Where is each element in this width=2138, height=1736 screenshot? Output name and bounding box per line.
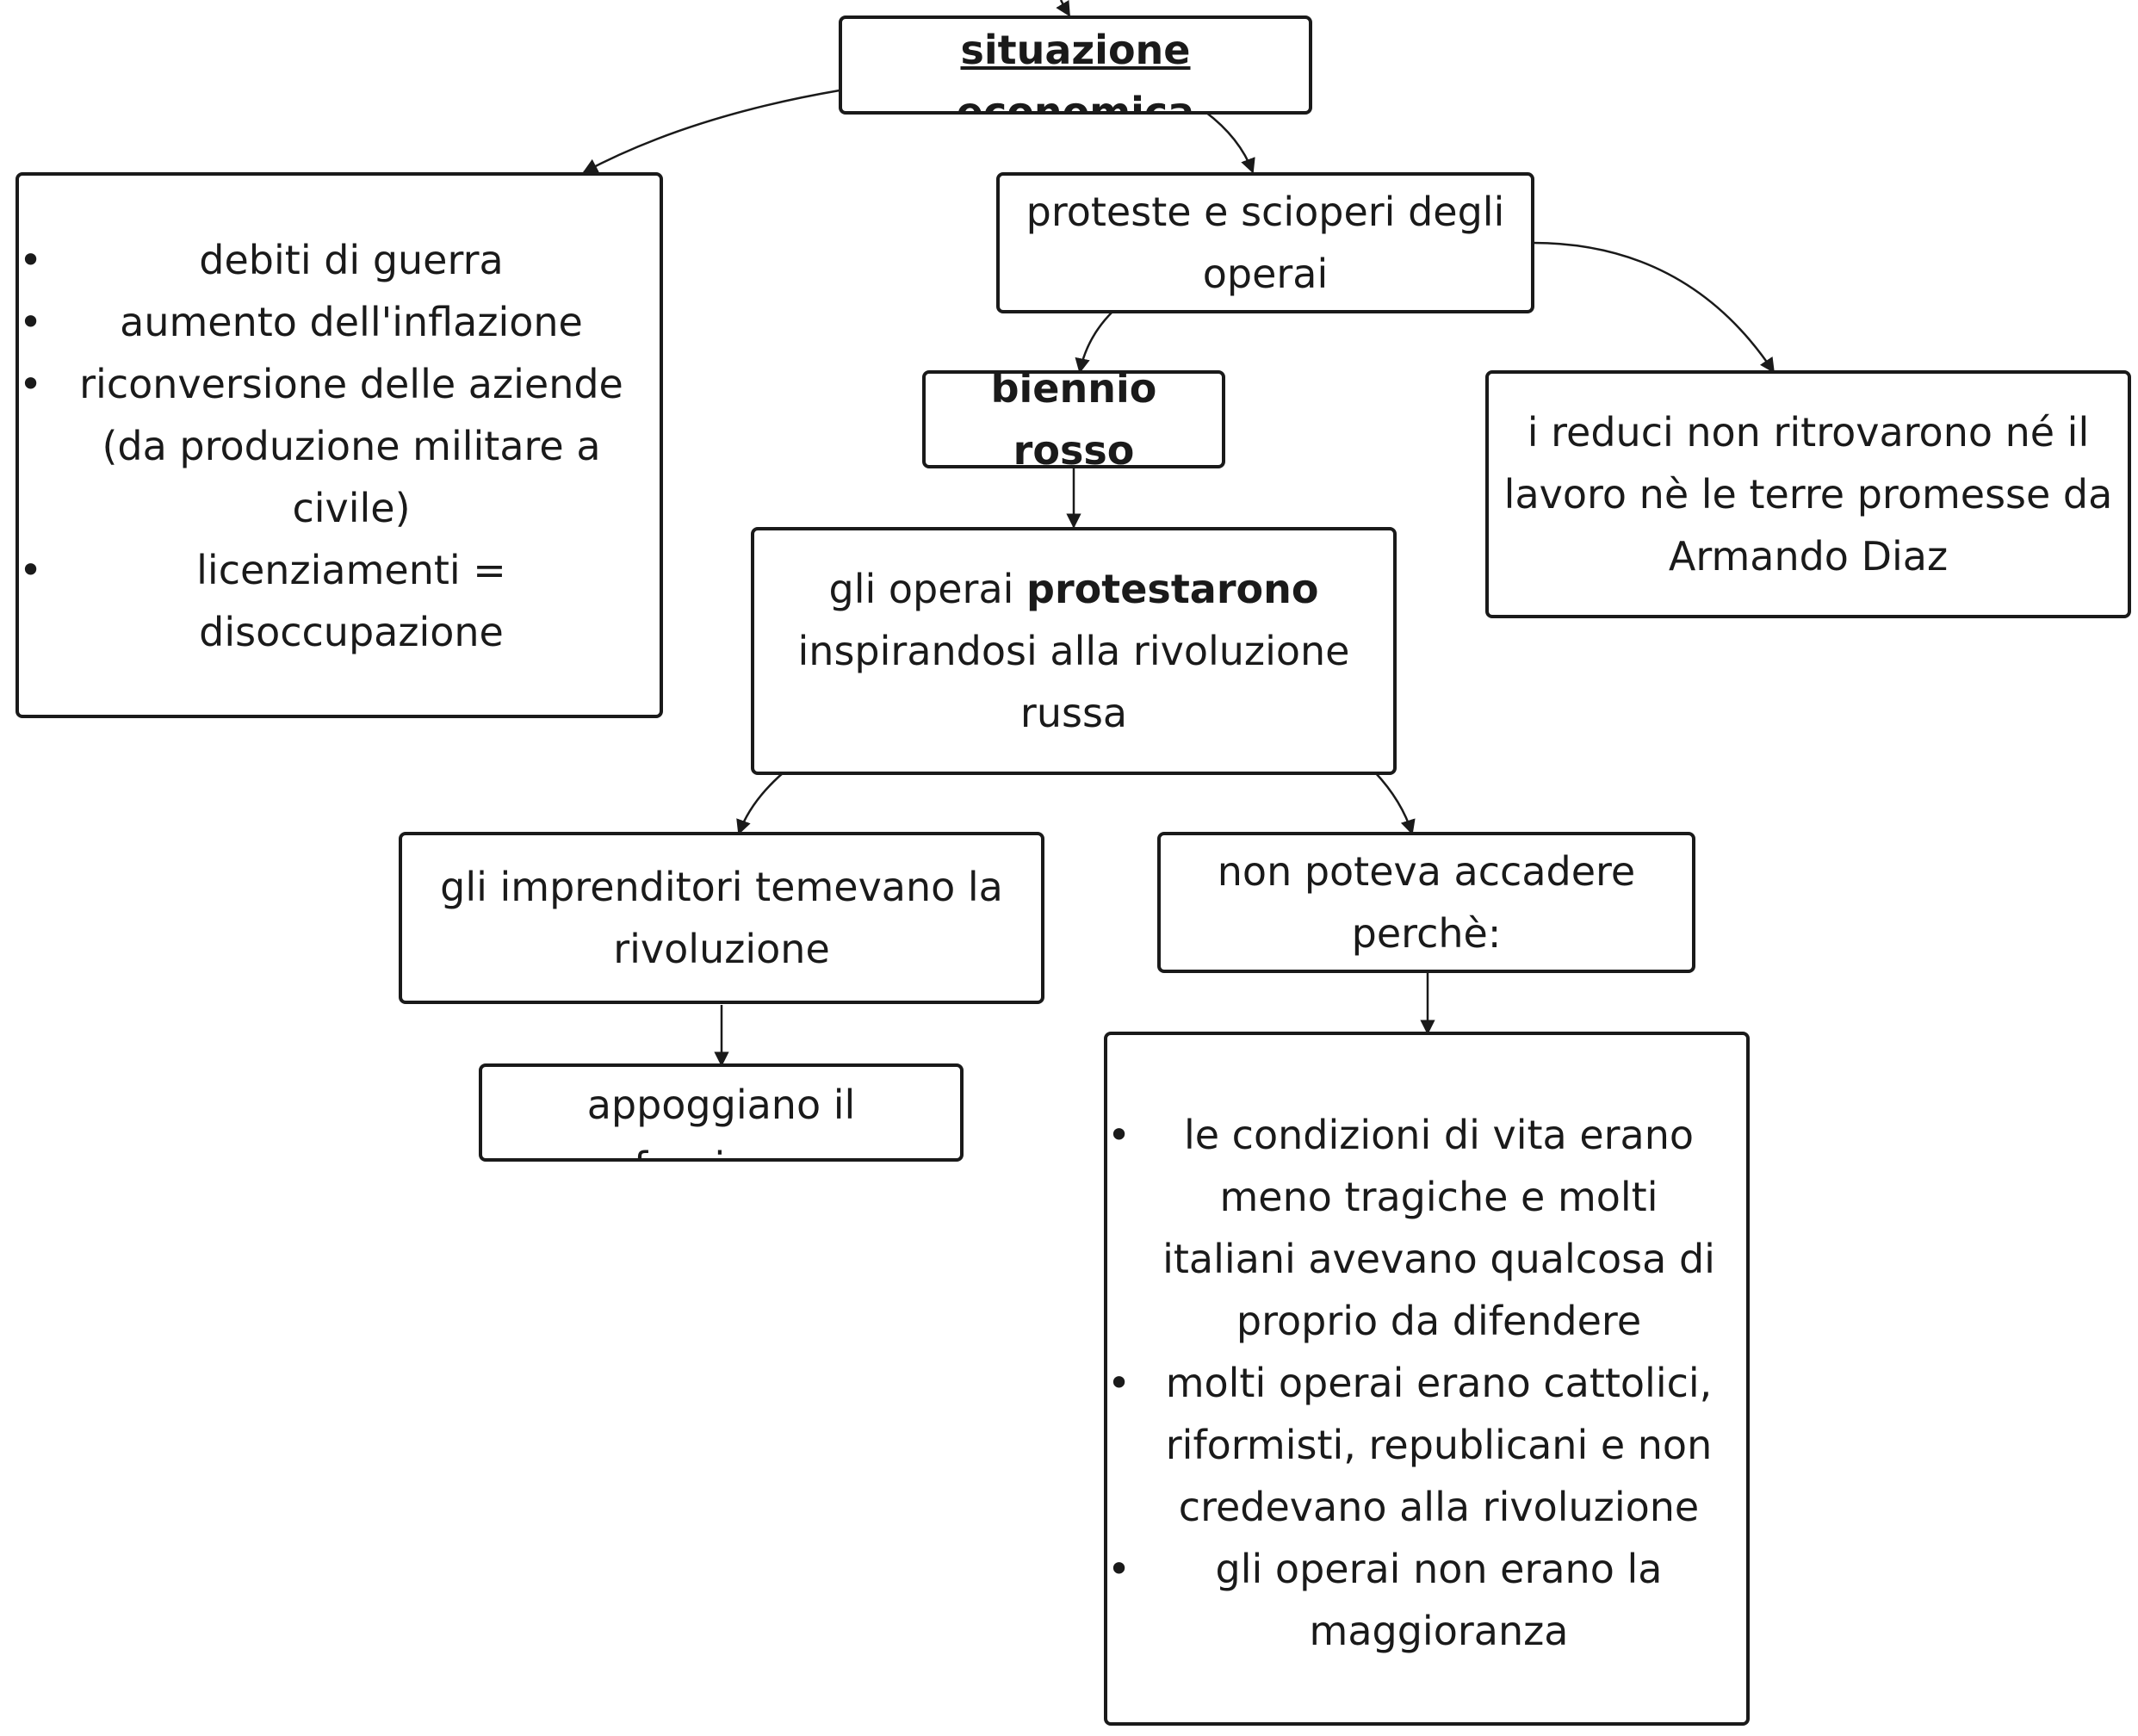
connector-situazione-proteste bbox=[1205, 111, 1255, 174]
node-proteste: proteste e scioperi degli operai bbox=[996, 172, 1534, 313]
connector-situazione-debiti bbox=[582, 89, 840, 174]
node-motivi: • le condizioni di vita erano meno tragic… bbox=[1104, 1032, 1750, 1726]
node-imprenditori-text: gli imprenditori temevano la rivoluzione bbox=[440, 864, 1003, 972]
node-situazione-economica-title: situazione economica bbox=[956, 27, 1195, 115]
bullet-dot-icon: • bbox=[1107, 1112, 1131, 1158]
debiti-item: • riconversione delle aziende (da produzi… bbox=[19, 353, 648, 539]
connector-proteste-biennio bbox=[1075, 311, 1113, 374]
node-appoggiano-text: appoggiano il fascismo bbox=[586, 1082, 856, 1158]
node-situazione-economica: situazione economica bbox=[839, 16, 1312, 115]
connector-top-incoming bbox=[1056, 0, 1071, 17]
node-imprenditori: gli imprenditori temevano la rivoluzione bbox=[399, 832, 1044, 1004]
node-non-poteva: non poteva accadere perchè: bbox=[1157, 832, 1695, 973]
connector-proteste-reduci bbox=[1532, 241, 1775, 374]
node-operai-bold: protestarono bbox=[1026, 566, 1319, 612]
bullet-dot-icon: • bbox=[19, 299, 43, 345]
connector-operai-imprenditori bbox=[736, 772, 784, 835]
node-biennio-rosso: biennio rosso bbox=[922, 370, 1225, 468]
node-reduci-text: i reduci non ritrovarono né il lavoro nè… bbox=[1503, 409, 2113, 580]
node-biennio-rosso-text: biennio rosso bbox=[990, 370, 1157, 468]
debiti-list: • debiti di guerra • aumento dell'inflazio… bbox=[19, 229, 648, 663]
node-reduci: i reduci non ritrovarono né il lavoro nè… bbox=[1485, 370, 2131, 618]
bullet-dot-icon: • bbox=[19, 547, 43, 593]
debiti-item-text: aumento dell'inflazione bbox=[120, 299, 583, 345]
bullet-dot-icon: • bbox=[1107, 1360, 1131, 1406]
bullet-dot-icon: • bbox=[19, 237, 43, 283]
bullet-dot-icon: • bbox=[1107, 1546, 1131, 1592]
node-operai-text: gli operai protestarono inspirandosi all… bbox=[766, 558, 1381, 744]
node-appoggiano: appoggiano il fascismo bbox=[479, 1063, 964, 1162]
motivi-list: • le condizioni di vita erano meno tragic… bbox=[1107, 1104, 1734, 1662]
debiti-item: • licenziamenti = disoccupazione bbox=[19, 539, 648, 663]
bullet-dot-icon: • bbox=[19, 361, 43, 407]
debiti-item-text: licenziamenti = disoccupazione bbox=[196, 547, 506, 655]
node-proteste-text: proteste e scioperi degli operai bbox=[1026, 189, 1505, 297]
motivi-item: • le condizioni di vita erano meno tragic… bbox=[1107, 1104, 1734, 1352]
node-operai: gli operai protestarono inspirandosi all… bbox=[751, 527, 1397, 775]
node-operai-prefix: gli operai bbox=[828, 566, 1014, 612]
node-non-poteva-text: non poteva accadere perchè: bbox=[1217, 848, 1636, 957]
debiti-item-text: debiti di guerra bbox=[199, 237, 504, 283]
debiti-item: • aumento dell'inflazione bbox=[19, 291, 648, 353]
node-debiti: • debiti di guerra • aumento dell'inflazio… bbox=[15, 172, 663, 718]
motivi-item-text: molti operai erano cattolici, riformisti… bbox=[1165, 1360, 1713, 1530]
connector-operai-non-poteva bbox=[1374, 772, 1416, 835]
motivi-item: • molti operai erano cattolici, riformist… bbox=[1107, 1352, 1734, 1538]
debiti-item: • debiti di guerra bbox=[19, 229, 648, 291]
motivi-item: • gli operai non erano la maggioranza bbox=[1107, 1538, 1734, 1662]
motivi-item-text: gli operai non erano la maggioranza bbox=[1215, 1546, 1663, 1654]
debiti-item-text: riconversione delle aziende (da produzio… bbox=[79, 361, 623, 531]
motivi-item-text: le condizioni di vita erano meno tragich… bbox=[1162, 1112, 1715, 1344]
node-operai-suffix: inspirandosi alla rivoluzione russa bbox=[797, 628, 1350, 736]
